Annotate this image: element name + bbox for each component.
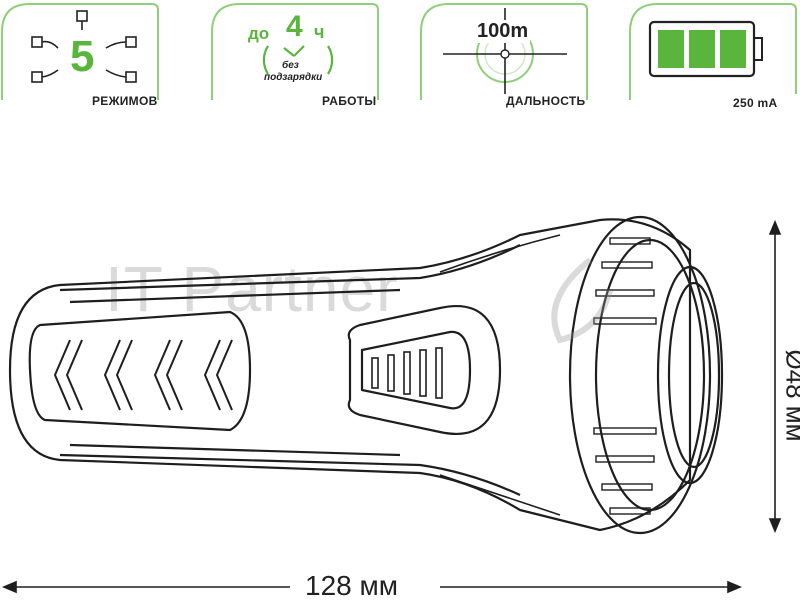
badge-frame: [420, 3, 588, 100]
battery-cell: [658, 30, 684, 68]
battery-cell: [689, 30, 715, 68]
watermark-text: IT Partner: [105, 253, 399, 325]
flashlight-drawing: [8, 215, 782, 535]
modes-label: РЕЖИМОВ: [92, 94, 158, 108]
runtime-sub1: без: [282, 60, 299, 71]
modes-number: 5: [70, 32, 95, 81]
runtime-unit: ч: [314, 22, 325, 42]
range-label: ДАЛЬНОСТЬ: [506, 94, 586, 108]
badge-frame: [211, 3, 379, 100]
range-value: 100m: [475, 20, 531, 43]
badge-runtime: до 4 ч без подзарядки: [210, 2, 379, 100]
runtime-label: РАБОТЫ: [322, 94, 377, 108]
badge-modes: 5: [0, 2, 160, 100]
battery-icon: [648, 20, 763, 78]
runtime-number: 4: [286, 10, 303, 43]
clock-icon: [262, 45, 334, 75]
battery-cell: [720, 30, 746, 68]
runtime-sub2: подзарядки: [264, 72, 323, 83]
badge-frame: [629, 3, 797, 100]
modes-icon: [31, 10, 137, 83]
battery-label: 250 mA: [733, 96, 778, 110]
badge-range: 100m: [419, 2, 588, 100]
badge-frame: [1, 3, 159, 100]
length-dimension-arrow: [1, 580, 743, 594]
crosshair-icon: [443, 8, 567, 94]
length-label: 128 мм: [305, 570, 398, 601]
badge-battery: [628, 2, 797, 100]
diameter-label: Ø48 мм: [780, 349, 800, 442]
runtime-prefix: до: [248, 24, 270, 43]
